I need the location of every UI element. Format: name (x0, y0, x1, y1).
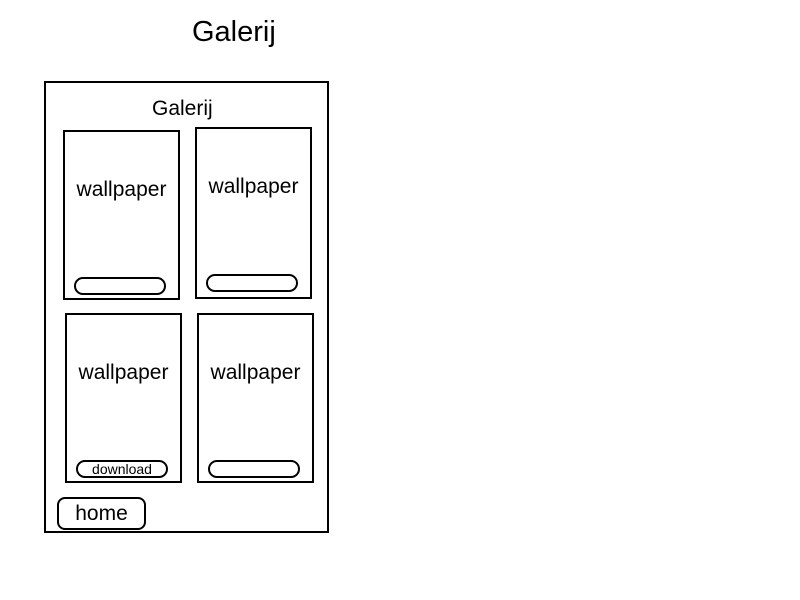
home-button[interactable]: home (57, 497, 146, 530)
wallpaper-3-download-button[interactable]: download (76, 460, 168, 478)
wallpaper-label: wallpaper (208, 175, 299, 198)
page-title: Galerij (192, 16, 276, 48)
wallpaper-2-download-button[interactable] (206, 274, 298, 292)
wallpaper-card-4[interactable]: wallpaper (197, 313, 314, 483)
wallpaper-label: wallpaper (210, 361, 301, 384)
wallpaper-4-download-button[interactable] (208, 460, 300, 478)
phone-frame (44, 81, 329, 533)
screen-title: Galerij (152, 97, 213, 120)
wallpaper-card-3[interactable]: wallpaper download (65, 313, 182, 483)
wallpaper-card-1[interactable]: wallpaper (63, 130, 180, 300)
wallpaper-label: wallpaper (76, 178, 167, 201)
wallpaper-1-download-button[interactable] (74, 277, 166, 295)
wallpaper-label: wallpaper (78, 361, 169, 384)
wallpaper-card-2[interactable]: wallpaper (195, 127, 312, 299)
